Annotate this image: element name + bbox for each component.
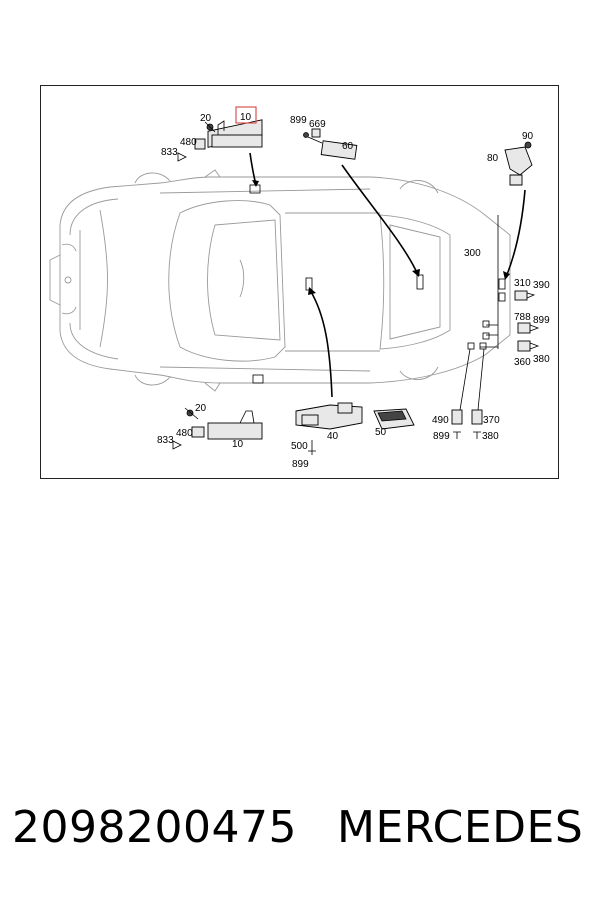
callout-right-80: 80 xyxy=(487,153,499,164)
callout-antenna-669: 669 xyxy=(309,119,326,130)
leader-right-bracket xyxy=(505,189,526,278)
callout-conn-899a: 899 xyxy=(533,315,550,326)
parts-diagram: 10 20 480 833 899 669 60 90 80 300 310 xyxy=(49,106,550,470)
callout-conn-788: 788 xyxy=(514,312,531,323)
car-outline xyxy=(49,169,511,392)
callout-harness-300: 300 xyxy=(464,248,481,259)
callout-conn-310: 310 xyxy=(514,278,531,289)
callout-bottom-20: 20 xyxy=(195,403,207,414)
plug-370 xyxy=(471,409,483,439)
connector-360-380 xyxy=(517,340,540,352)
antenna-assembly xyxy=(303,128,358,160)
callout-plug-490: 490 xyxy=(432,415,449,426)
callout-plug-380b: 380 xyxy=(482,431,499,442)
plug-490 xyxy=(451,409,463,439)
bottom-sensor-assembly xyxy=(172,407,263,450)
callout-bottom-833: 833 xyxy=(157,435,174,446)
callout-bottom-10: 10 xyxy=(232,439,244,450)
top-sensor-assembly xyxy=(177,119,263,162)
callout-module-899: 899 xyxy=(292,459,309,470)
callout-bottom-480: 480 xyxy=(176,428,193,439)
callout-module-500: 500 xyxy=(291,441,308,452)
callout-plug-370: 370 xyxy=(483,415,500,426)
antenna-location xyxy=(416,274,424,290)
callout-antenna-899: 899 xyxy=(290,115,307,126)
plug-leads xyxy=(459,348,485,411)
harness-300 xyxy=(467,215,506,350)
top-sensor-location xyxy=(249,184,261,194)
connector-788-899 xyxy=(517,322,540,334)
bottom-sensor-location xyxy=(252,374,264,384)
callout-right-90: 90 xyxy=(522,131,534,142)
callout-top-480: 480 xyxy=(180,137,197,148)
callout-top-20: 20 xyxy=(200,113,212,124)
callout-conn-390: 390 xyxy=(533,280,550,291)
callout-conn-360: 360 xyxy=(514,357,531,368)
callout-module-50: 50 xyxy=(375,427,387,438)
callout-plug-899b: 899 xyxy=(433,431,450,442)
right-bracket-assembly xyxy=(504,141,533,186)
callout-top-833: 833 xyxy=(161,147,178,158)
part-number: 2098200475 xyxy=(12,802,297,853)
highlight-box-10 xyxy=(235,106,257,124)
callout-antenna-60: 60 xyxy=(342,141,354,152)
brand-name: MERCEDES xyxy=(337,802,584,853)
leader-antenna xyxy=(341,164,419,276)
callout-top-10: 10 xyxy=(240,112,252,123)
connector-310-390 xyxy=(514,290,536,301)
callout-conn-380a: 380 xyxy=(533,354,550,365)
callout-module-40: 40 xyxy=(327,431,339,442)
module-50 xyxy=(373,408,415,430)
leader-module xyxy=(309,289,333,398)
module-40-assembly xyxy=(295,402,363,455)
